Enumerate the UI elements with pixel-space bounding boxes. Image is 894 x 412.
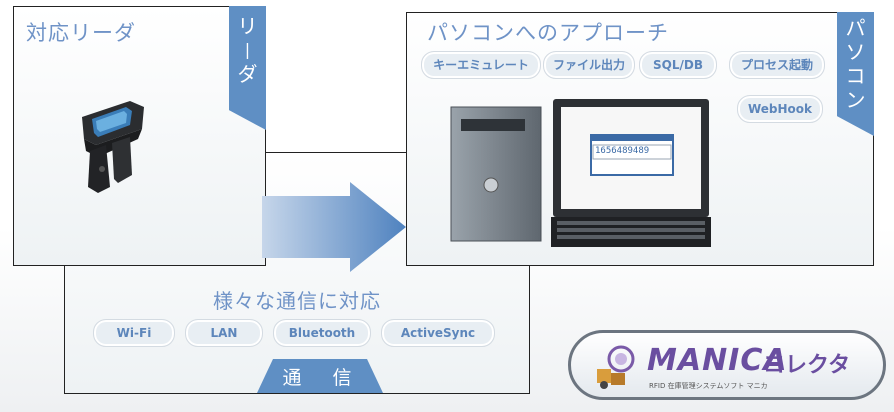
reader-panel: 対応リーダ リ | ダ <box>13 6 266 266</box>
comm-tab <box>257 359 383 393</box>
bluetooth-button[interactable]: Bluetooth <box>273 319 371 347</box>
comm-title: 様々な通信に対応 <box>213 289 381 313</box>
screen-value: 1656489489 <box>595 146 650 156</box>
monitor-image <box>551 99 711 247</box>
logo-suffix: コレクタ <box>763 353 851 378</box>
pc-tab-char-1: パ <box>845 16 866 40</box>
webhook-button[interactable]: WebHook <box>737 95 823 123</box>
wifi-button[interactable]: Wi-Fi <box>93 319 175 347</box>
pc-tab-char-4: ン <box>845 88 866 112</box>
reader-tab-char-1: リ <box>237 14 258 38</box>
reader-tab: リ | ダ <box>229 6 266 130</box>
reader-tab-char-2: | <box>244 40 251 59</box>
sql-db-button[interactable]: SQL/DB <box>639 51 717 79</box>
logo-tagline: RFID 在庫管理システムソフト マニカ <box>649 382 768 390</box>
pc-tab-char-2: ソ <box>845 40 866 64</box>
logo-text: MANICA <box>647 343 788 378</box>
key-emulate-button[interactable]: キーエミュレート <box>421 51 541 79</box>
manica-logo: MANICA コレクタ RFID 在庫管理システムソフト マニカ <box>568 330 886 400</box>
pc-tab-char-3: コ <box>845 64 866 88</box>
file-output-button[interactable]: ファイル出力 <box>543 51 635 79</box>
pc-tab: パ ソ コ ン <box>837 12 874 136</box>
pc-panel: パソコンへのアプローチ パ ソ コ ン キーエミュレート ファイル出力 SQL/… <box>406 12 874 266</box>
process-launch-button[interactable]: プロセス起動 <box>729 51 825 79</box>
reader-tab-char-3: ダ <box>237 62 258 86</box>
lan-button[interactable]: LAN <box>185 319 263 347</box>
comm-tab-label: 通 信 <box>282 367 358 389</box>
flow-arrow <box>262 182 406 272</box>
activesync-button[interactable]: ActiveSync <box>381 319 495 347</box>
logo-emblem-icon <box>597 345 635 389</box>
handheld-reader-image <box>82 101 144 193</box>
reader-title: 対応リーダ <box>26 21 136 45</box>
pc-title: パソコンへのアプローチ <box>427 21 669 45</box>
pc-tower-image <box>450 106 542 242</box>
